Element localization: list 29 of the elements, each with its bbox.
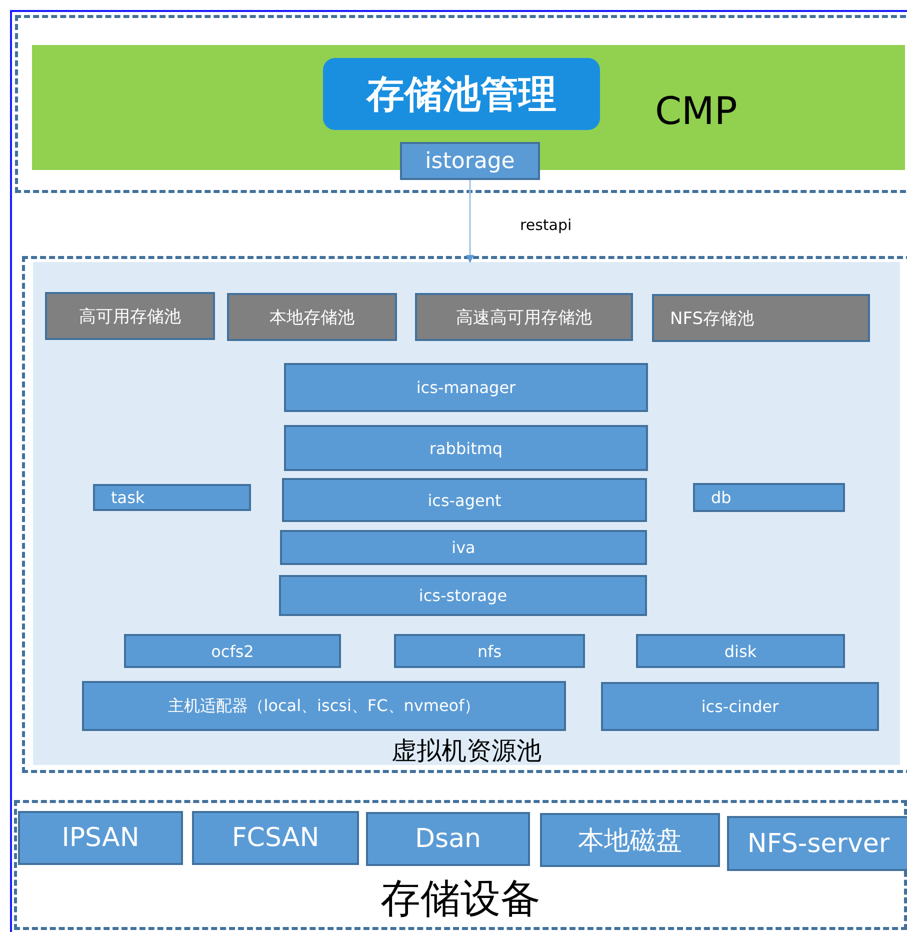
process-box: ocfs2 bbox=[124, 634, 341, 668]
process-box: db bbox=[693, 483, 845, 512]
pool-box: NFS存储池 bbox=[652, 294, 870, 342]
process-box: nfs bbox=[394, 634, 585, 668]
pool-box: 高速高可用存储池 bbox=[415, 293, 633, 341]
dashed-frame bbox=[14, 800, 907, 930]
group-label: 虚拟机资源池 bbox=[390, 738, 542, 763]
process-box: ics-cinder bbox=[601, 682, 879, 731]
arrow bbox=[466, 180, 474, 263]
title-box: 存储池管理 bbox=[323, 58, 600, 130]
process-box: NFS-server bbox=[727, 816, 907, 871]
process-box: task bbox=[93, 484, 251, 511]
process-box: 本地磁盘 bbox=[540, 813, 720, 867]
process-box: rabbitmq bbox=[284, 425, 648, 471]
process-box: ics-agent bbox=[282, 478, 647, 522]
process-box: FCSAN bbox=[192, 811, 359, 865]
process-box: Dsan bbox=[366, 812, 530, 866]
process-box: iva bbox=[280, 530, 647, 565]
edge-label: restapi bbox=[520, 218, 572, 233]
process-box: ics-storage bbox=[279, 575, 647, 616]
group-label: 存储设备 bbox=[380, 879, 542, 919]
pool-box: 本地存储池 bbox=[227, 293, 397, 341]
process-box: IPSAN bbox=[18, 811, 183, 865]
process-box: istorage bbox=[400, 142, 540, 180]
process-box: 主机适配器（local、iscsi、FC、nvmeof） bbox=[82, 681, 566, 731]
process-box: disk bbox=[636, 634, 845, 668]
band-label: CMP bbox=[655, 92, 738, 130]
pool-box: 高可用存储池 bbox=[45, 292, 215, 340]
process-box: ics-manager bbox=[284, 363, 648, 412]
